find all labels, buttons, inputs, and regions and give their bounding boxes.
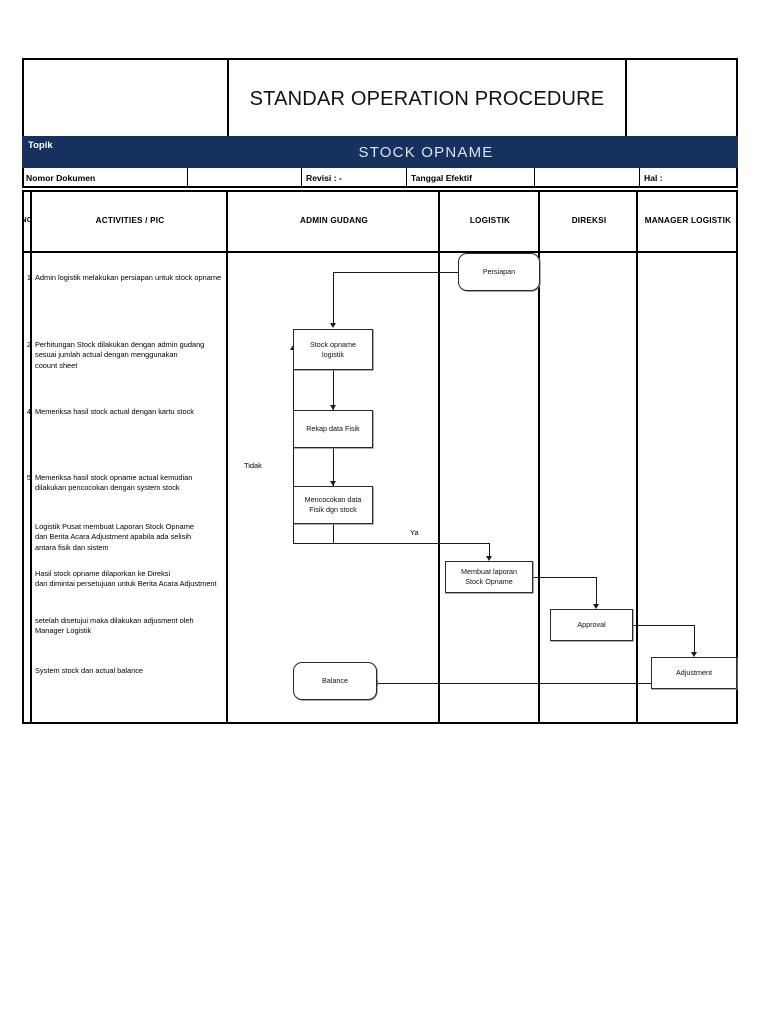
connector-adjustment-to-balance-h (377, 683, 695, 684)
flow-node-adjustment[interactable]: Adjustment (651, 657, 737, 689)
column-no (22, 190, 32, 724)
hal-label: Hal : (640, 168, 738, 188)
row-text: Memeriksa hasil stock opname actual kemu… (35, 473, 193, 493)
flow-node-balance[interactable]: Balance (293, 662, 377, 700)
row-text: Perhitungan Stock dilakukan dengan admin… (35, 340, 205, 370)
row-number: 5 (26, 473, 31, 482)
header-title-cell: STANDAR OPERATION PROCEDURE (229, 60, 627, 138)
column-header-direksi: DIREKSI (571, 216, 607, 225)
flow-table (22, 190, 738, 724)
row-text: System stock dan actual balance (35, 666, 144, 675)
tanggal-efektif-text: Tanggal Efektif (411, 173, 472, 183)
edge-label-tidak: Tidak (244, 461, 262, 470)
tanggal-efektif-value (535, 168, 640, 188)
document-info-row (22, 168, 738, 188)
connector-stock-to-rekap (333, 370, 334, 410)
hal-text: Hal : (644, 173, 663, 183)
row-text: Hasil stock opname dilaporkan ke Direksi… (35, 569, 217, 589)
nomor-dokumen-label: Nomor Dokumen (22, 168, 188, 188)
topic-band (22, 136, 738, 168)
column-header-manager-logistik: MANAGER LOGISTIK (644, 216, 732, 225)
flow-node-mencocokan-data[interactable]: Mencocokan data Fisik dgn stock (293, 486, 373, 524)
connector-persiapan-to-stock-h (333, 272, 458, 273)
header-right-cell (627, 60, 740, 138)
arrowhead-to-approval (592, 604, 599, 609)
document-header: STANDAR OPERATION PROCEDURE (22, 58, 740, 138)
column-header-logistik: LOGISTIK (469, 216, 511, 225)
connector-rekap-to-mencocokan (333, 448, 334, 486)
flow-node-persiapan[interactable]: Persiapan (458, 253, 540, 291)
connector-approval-to-adjustment-v (694, 625, 695, 655)
arrowhead-to-adjustment (690, 652, 697, 657)
column-direksi (540, 190, 638, 724)
column-activities (32, 190, 228, 724)
arrowhead-to-rekap (329, 405, 336, 410)
row-text: setelah disetujui maka dilakukan adjusme… (35, 616, 194, 636)
connector-approval-to-adjustment-h (633, 625, 695, 626)
flow-node-membuat-laporan[interactable]: Membuat laporan Stock Opname (445, 561, 533, 593)
sop-document: STANDAR OPERATION PROCEDURE Topik STOCK … (22, 58, 738, 724)
column-header-admin-gudang: ADMIN GUDANG (300, 216, 368, 225)
page-title: STANDAR OPERATION PROCEDURE (249, 87, 605, 110)
flow-node-stock-opname-logistik[interactable]: Stock opname logistik (293, 329, 373, 370)
column-admin-gudang (228, 190, 440, 724)
revisi-text: Revisi : - (306, 173, 342, 183)
flow-node-rekap-data-fisik[interactable]: Rekap data Fisik (293, 410, 373, 448)
nomor-dokumen-text: Nomor Dokumen (26, 173, 96, 183)
column-header-no: NO (21, 217, 33, 224)
connector-mencocokan-stem (333, 524, 334, 543)
arrowhead-to-stock-opname (329, 323, 336, 328)
row-text: Logistik Pusat membuat Laporan Stock Opn… (35, 522, 194, 552)
connector-ya-v (489, 543, 490, 559)
row-number: 2 (26, 340, 31, 349)
row-number: 1 (26, 273, 31, 282)
connector-laporan-to-approval-v (596, 577, 597, 607)
arrowhead-to-mencocokan (329, 481, 336, 486)
tanggal-efektif-label: Tanggal Efektif (407, 168, 535, 188)
arrowhead-to-membuat-laporan (485, 556, 492, 561)
row-text: Admin logistik melakukan persiapan untuk… (35, 273, 222, 282)
column-manager-logistik (638, 190, 738, 724)
header-separator (22, 251, 738, 253)
connector-laporan-to-approval-h (533, 577, 597, 578)
row-text: Memeriksa hasil stock actual dengan kart… (35, 407, 194, 416)
topik-label: Topik (28, 140, 53, 151)
arrowhead-tidak-loop (289, 345, 296, 350)
flow-node-approval[interactable]: Approval (550, 609, 633, 641)
revisi-label: Revisi : - (302, 168, 407, 188)
connector-persiapan-to-stock-v (333, 272, 334, 324)
column-logistik (440, 190, 540, 724)
nomor-dokumen-value (188, 168, 302, 188)
header-logo-cell (24, 60, 229, 138)
topic-title: STOCK OPNAME (358, 143, 494, 161)
column-header-activities: ACTIVITIES / PIC (95, 216, 165, 225)
edge-label-ya: Ya (410, 528, 419, 537)
connector-tidak-h (293, 543, 334, 544)
connector-ya-h (333, 543, 490, 544)
row-number: 4 (26, 407, 31, 416)
